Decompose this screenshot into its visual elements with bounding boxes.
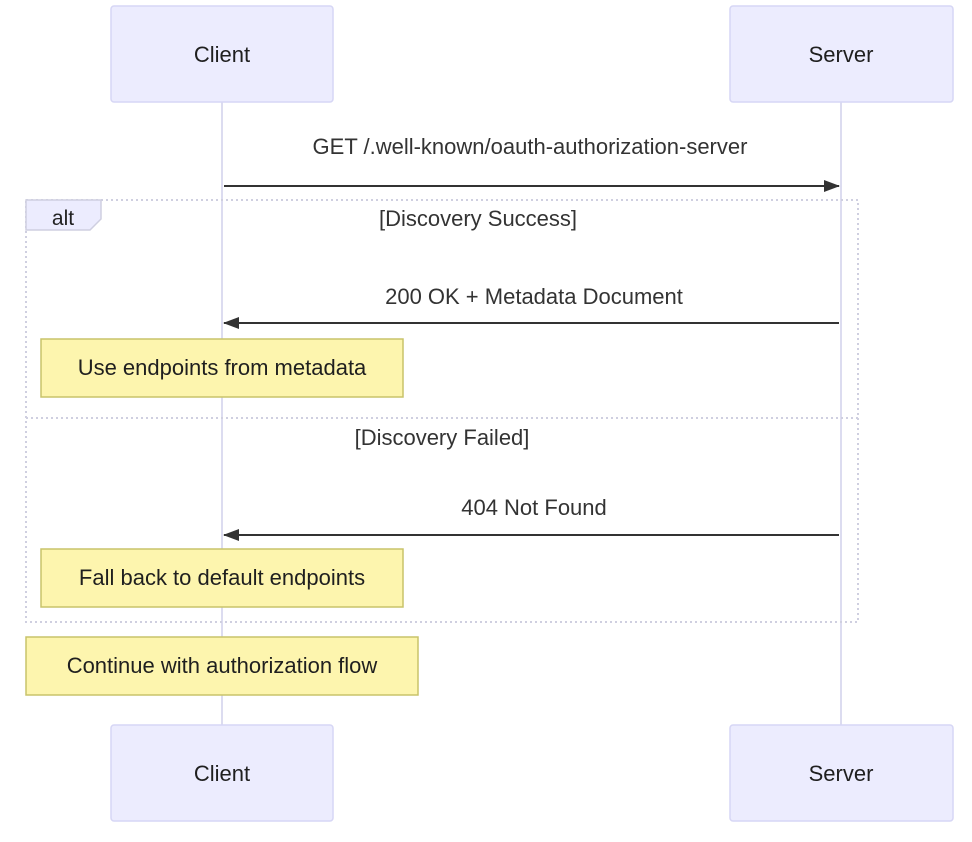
- alt-fragment: [25, 199, 859, 623]
- note-use-metadata: Use endpoints from metadata: [40, 338, 404, 398]
- note-use-metadata-text: Use endpoints from metadata: [78, 355, 367, 380]
- failure-condition-label: [Discovery Failed]: [355, 425, 530, 450]
- server-actor-top-label: Server: [809, 42, 874, 67]
- alt-keyword-tab: [25, 199, 102, 231]
- note-continue: Continue with authorization flow: [25, 636, 419, 696]
- client-actor-bottom[interactable]: Client: [110, 724, 334, 822]
- success-condition-label: [Discovery Success]: [379, 206, 577, 231]
- failure-response-label: 404 Not Found: [461, 495, 607, 520]
- server-actor-bottom-label: Server: [809, 761, 874, 786]
- server-actor-top[interactable]: Server: [729, 5, 954, 103]
- alt-keyword-label: alt: [52, 207, 74, 230]
- note-fallback: Fall back to default endpoints: [40, 548, 404, 608]
- request-message-label: GET /.well-known/oauth-authorization-ser…: [313, 134, 748, 159]
- client-actor-bottom-label: Client: [194, 761, 250, 786]
- server-actor-bottom[interactable]: Server: [729, 724, 954, 822]
- note-continue-text: Continue with authorization flow: [67, 653, 378, 678]
- success-response-label: 200 OK + Metadata Document: [385, 284, 683, 309]
- client-actor-top[interactable]: Client: [110, 5, 334, 103]
- client-actor-top-label: Client: [194, 42, 250, 67]
- note-fallback-text: Fall back to default endpoints: [79, 565, 365, 590]
